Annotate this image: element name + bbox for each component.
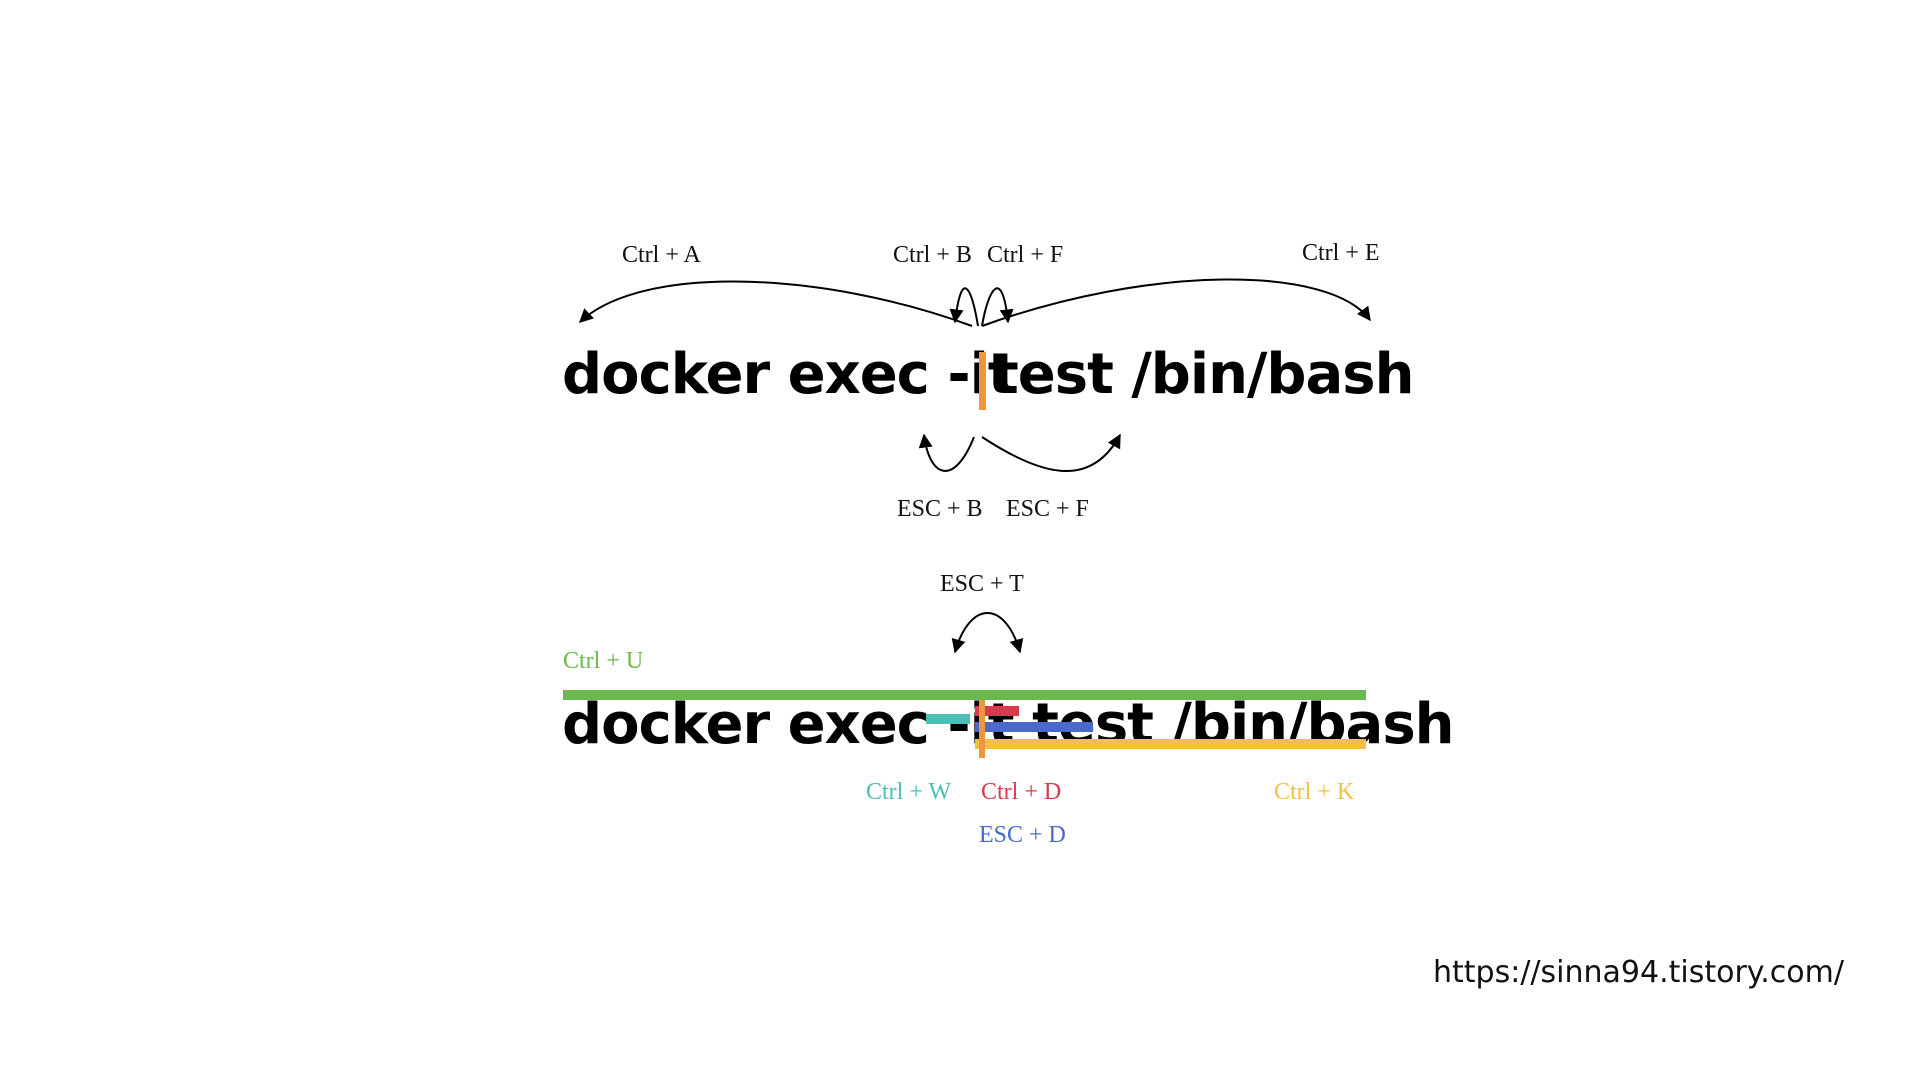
command-left: docker exec -it bbox=[562, 342, 1015, 407]
arrow-esc-t bbox=[951, 612, 1024, 654]
label-ctrl-w: Ctrl + W bbox=[866, 779, 952, 805]
arrow-ctrl-a bbox=[578, 280, 973, 327]
cursor-marker-bottom bbox=[979, 700, 985, 758]
footer-url: https://sinna94.tistory.com/ bbox=[1433, 955, 1844, 990]
label-esc-b: ESC + B bbox=[897, 496, 983, 522]
arrow-ctrl-b bbox=[949, 287, 979, 327]
label-esc-d: ESC + D bbox=[979, 822, 1066, 848]
ctrl-k-range-bar bbox=[975, 739, 1366, 749]
ctrl-w-range-bar bbox=[926, 714, 970, 724]
label-ctrl-e: Ctrl + E bbox=[1302, 240, 1380, 266]
ctrl-d-range-bar bbox=[975, 706, 1019, 716]
command-right: test /bin/bash bbox=[992, 342, 1414, 407]
arrow-ctrl-e bbox=[981, 278, 1371, 327]
label-esc-f: ESC + F bbox=[1006, 496, 1089, 522]
label-ctrl-d: Ctrl + D bbox=[981, 779, 1062, 805]
label-ctrl-a: Ctrl + A bbox=[622, 242, 701, 268]
label-esc-t: ESC + T bbox=[940, 571, 1024, 597]
cursor-marker-top bbox=[979, 352, 986, 410]
label-ctrl-k: Ctrl + K bbox=[1274, 779, 1355, 805]
esc-d-range-bar bbox=[975, 722, 1093, 732]
ctrl-u-range-bar bbox=[563, 690, 1366, 700]
command-text-top: docker exec -it bbox=[562, 347, 1015, 403]
arrow-esc-b bbox=[918, 433, 975, 472]
command-text-top-right: test /bin/bash bbox=[992, 347, 1414, 403]
arrow-ctrl-f bbox=[981, 287, 1014, 327]
label-ctrl-f: Ctrl + F bbox=[987, 242, 1064, 268]
label-ctrl-u: Ctrl + U bbox=[563, 648, 644, 674]
label-ctrl-b: Ctrl + B bbox=[893, 242, 972, 268]
arrow-esc-f bbox=[981, 433, 1121, 472]
